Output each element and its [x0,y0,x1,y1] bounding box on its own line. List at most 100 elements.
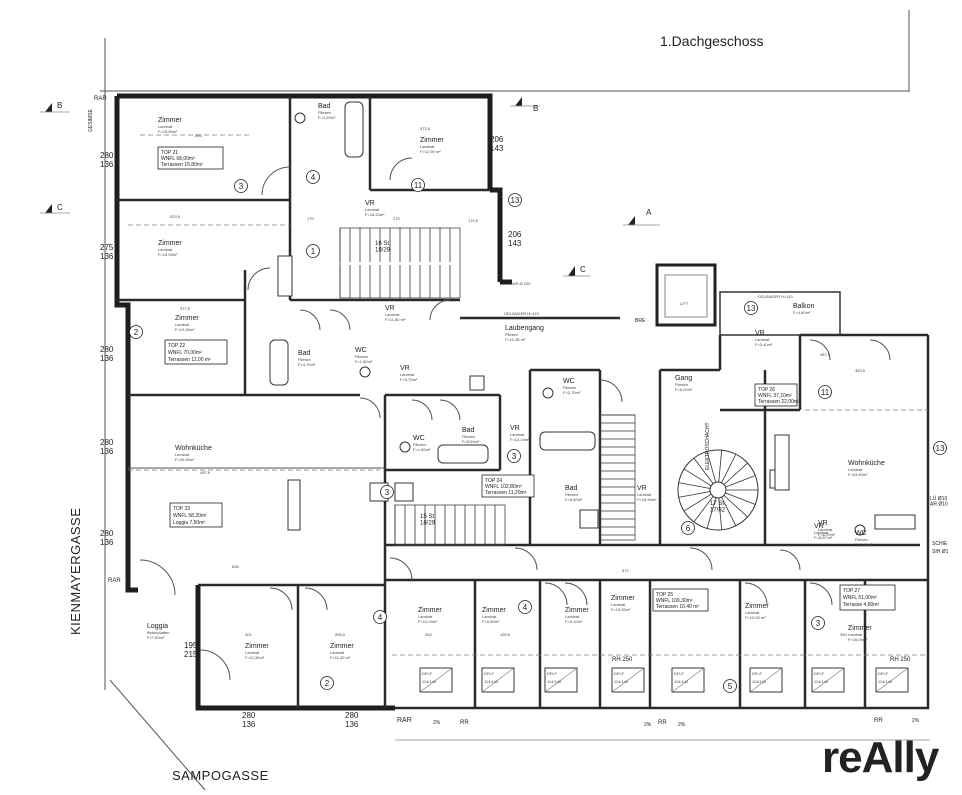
room-number: 13 [936,444,945,453]
room-area: F=23,50m² [848,472,868,477]
street-kienmayergasse: KIENMAYERGASSE [68,508,83,635]
dimension-run: 523,5 [170,214,181,219]
apt-top25: TOP 25 WNFL 109,30m² Terrassen 16,40 m² [652,588,709,612]
room-number-marker: 13 [744,301,758,315]
room-area: F=11,48 m² [505,337,526,342]
dimension-run: 572 [622,568,629,573]
room-name: VR [637,485,647,492]
roof-window-size: 114/140 [547,679,562,684]
dashed-lines [128,134,928,656]
room-name: VR [365,200,375,207]
section-b-label-east: B [533,104,538,113]
room-area: F=4,70m² [298,362,316,367]
room-floor: Laminat [158,124,173,129]
apt-top25-wnfl: WNFL 109,30m² [656,598,693,604]
apt-top27-wnfl: WNFL 51,00m² [843,595,877,601]
dimension-run: 383,5 [855,368,866,373]
apt-top24-label: TOP 24 [485,478,502,484]
dimension-run: 295,5 [335,632,346,637]
apt-top23-label: TOP 23 [173,506,190,512]
room-floor: Laminat [175,452,190,457]
room-number-marker: 3 [234,179,248,193]
annotation-rh-250-a: RH 250 [612,657,633,663]
room-number-marker: 6 [681,521,695,535]
dimension-run: 170,5 [468,218,479,223]
annotation-pct-4: 2% [912,718,920,724]
room-labels: ZimmerLaminatF=15,80m²BadFliesenF=4,20m²… [147,103,885,660]
room-number-marker: 13 [508,193,522,207]
room-name: Zimmer [245,643,269,650]
annotation-rr-2: RR [658,720,667,726]
apt-top21: TOP 21 WNFL 68,00m² Terrassen 15,80m² [157,146,224,170]
roof-windows: DFLF114/140DFLF114/140DFLF114/140DFLF114… [419,667,909,693]
dimension-run: 497,5 [200,470,211,475]
section-a-label: A [646,208,652,217]
annotation-rar-s: RAR [397,717,412,724]
room-area: F=5,50m² [462,439,480,444]
room-number: 2 [325,679,330,688]
site-line-corner [109,679,206,791]
roof-window-size: 114/140 [674,679,689,684]
room-floor: Laminat [565,614,580,619]
room-area: F=9,90m² [482,619,500,624]
room-area: F=11,80 m² [385,317,406,322]
apt-top26-wnfl: WNFL 37,10m² [758,393,792,399]
room-floor: Fliesen [855,537,868,542]
dimension-run: 301 [245,632,252,637]
apt-top25-terrace: Terrassen 16,40 m² [656,604,699,610]
room-area: F=5,50m² [565,497,583,502]
section-c-label-east: C [580,265,586,274]
roof-window-label: DFLF [614,671,625,676]
roof-window-size: 114/140 [484,679,499,684]
room-floor: Fliesen [413,442,426,447]
fixtures [269,101,916,536]
apt-top21-terrace: Terrassen 15,80m² [161,162,203,168]
room-name: Zimmer [175,315,199,322]
room-floor: Fliesen [355,354,368,359]
apt-top22-wnfl: WNFL 70,00m² [168,350,202,356]
room-floor: Fliesen [505,332,518,337]
room-area: F=11,30m² [245,655,265,660]
room-area: F=8,20m² [818,532,836,537]
apt-top26: TOP 26 WNFL 37,10m² Terrassen 22,00m² [754,383,800,407]
room-number: 5 [728,682,733,691]
room-name: Wohnküche [175,445,212,452]
interior-walls [117,96,928,708]
room-number-marker: 3 [507,449,521,463]
room-area: F=13,50m² [611,607,631,612]
room-number-marker: 11 [411,178,425,192]
roof-window-size: 114/140 [422,679,437,684]
apt-top26-terrace: Terrassen 22,00m² [758,399,800,405]
room-area: F=1,60m² [413,447,431,452]
stair-elektro [599,414,636,541]
room-floor: Laminat [848,632,863,637]
room-number: 3 [385,488,390,497]
room-area: F=13,10m² [510,437,530,442]
section-marker-c-west: C [40,203,70,214]
dimension-run: 190,5 [500,632,511,637]
room-number-marker: 3 [811,616,825,630]
annotation-rar-nw: RAR [94,96,107,102]
room-floor: Laminat [814,530,829,535]
dimension-run: 170 [307,216,314,221]
